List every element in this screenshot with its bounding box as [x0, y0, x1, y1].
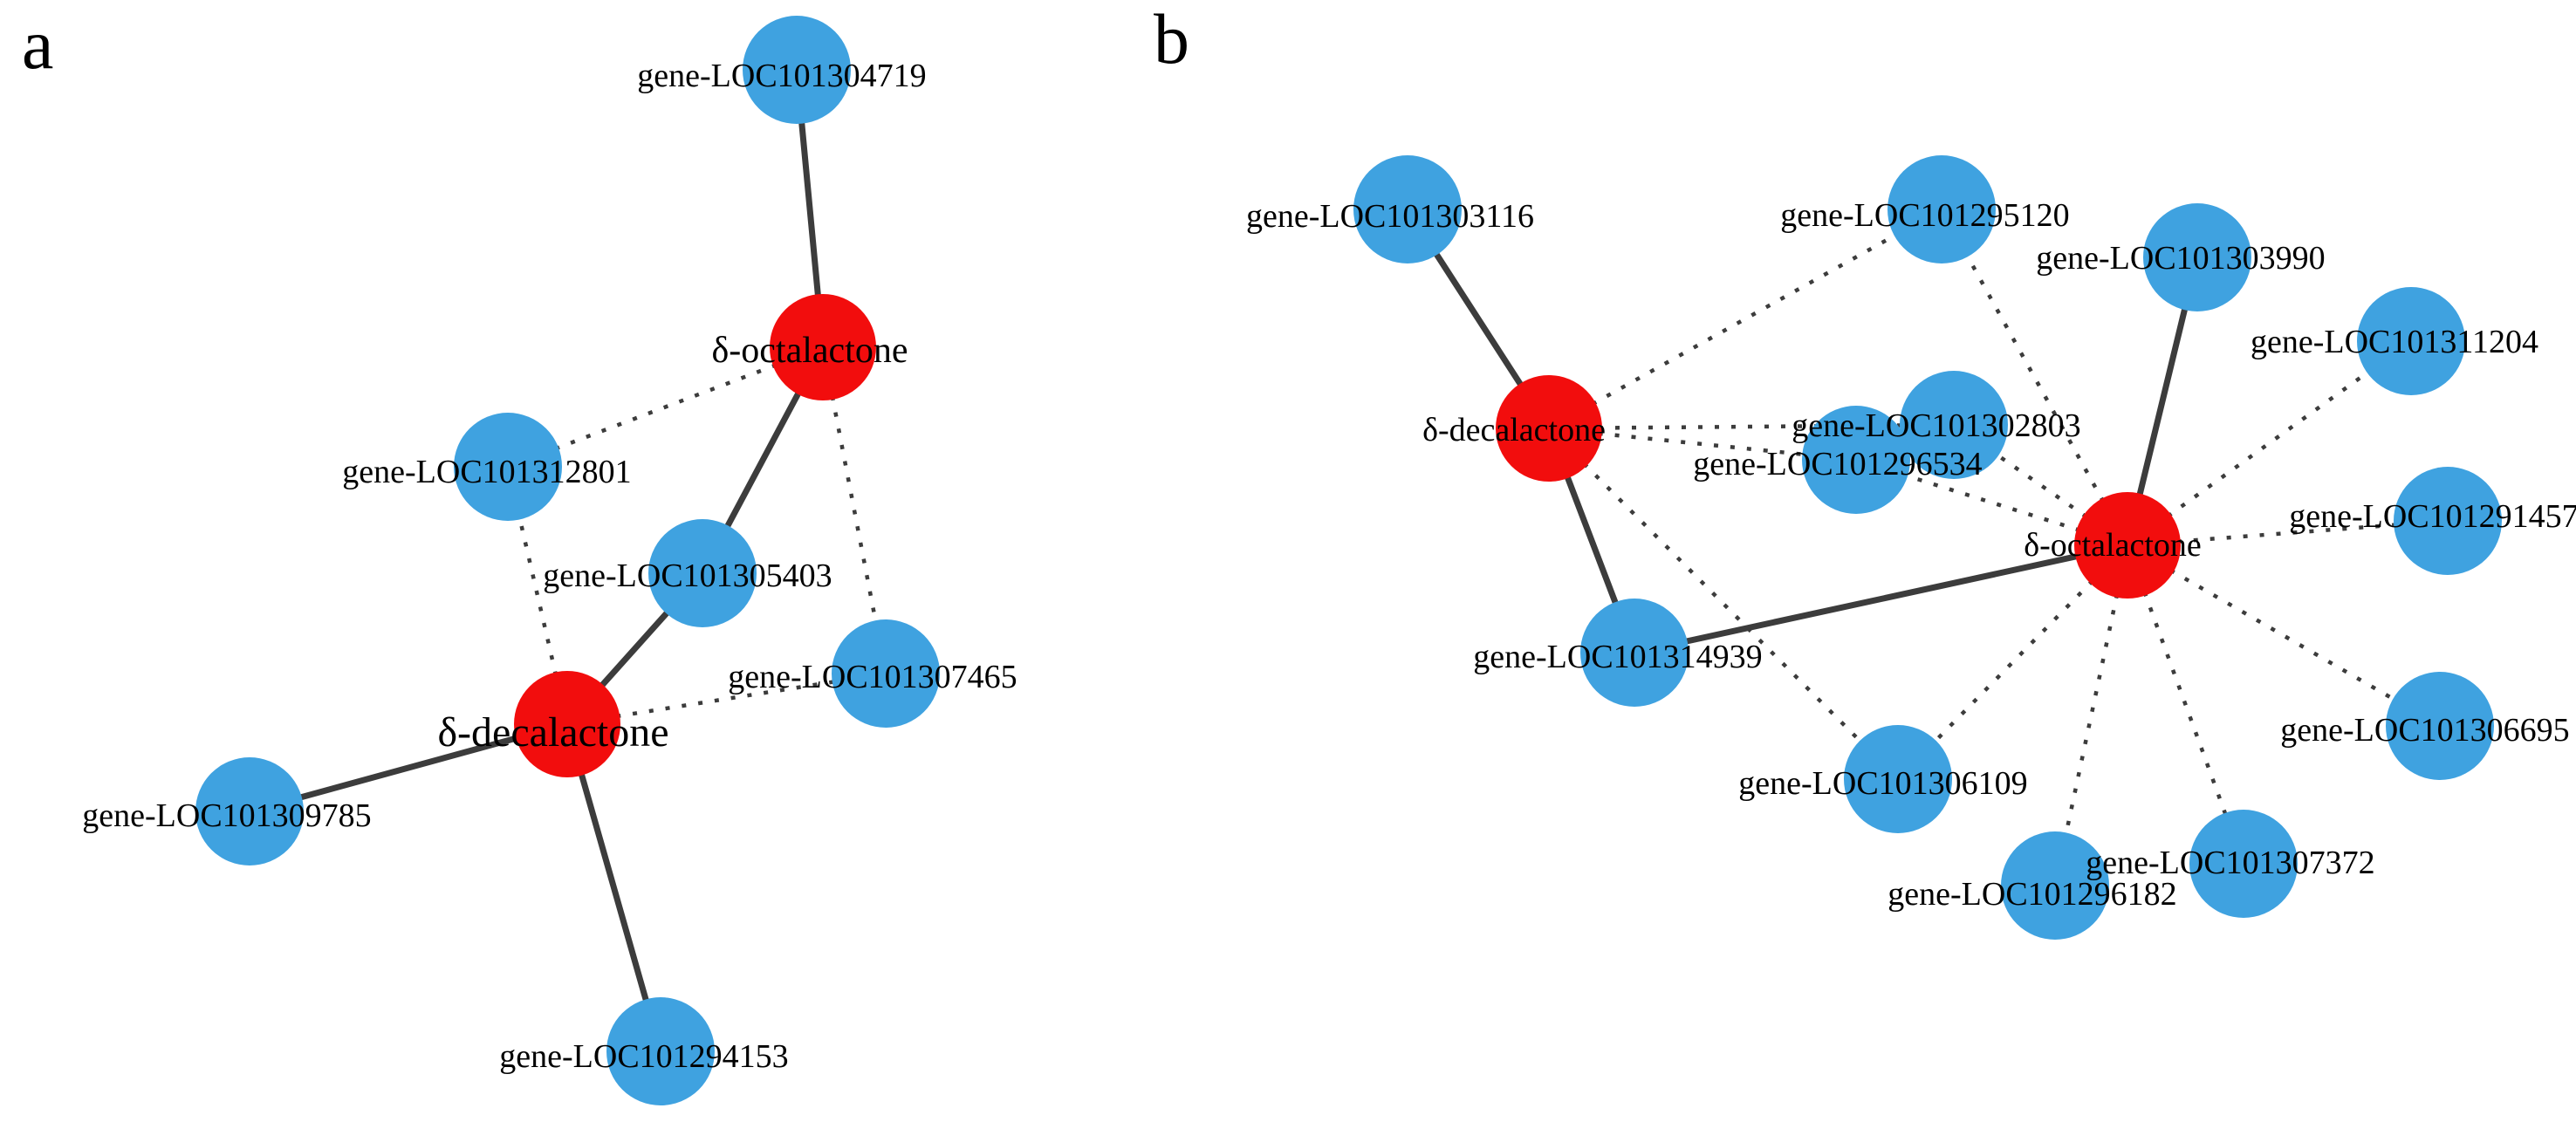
gene-node-LOC101307372	[2189, 810, 2298, 918]
metabolite-node-decalactone-a	[514, 671, 620, 777]
gene-node-LOC101291457	[2394, 467, 2502, 575]
node-label-LOC101296534: gene-LOC101296534	[1693, 446, 1982, 482]
node-label-LOC101307372: gene-LOC101307372	[2086, 845, 2374, 881]
labels-panel-a: gene-LOC101304719 δ-octalactone gene-LOC10…	[82, 58, 1017, 1075]
edge-decalactone-a-LOC101294153-solid	[564, 721, 664, 1055]
node-label-LOC101312801: gene-LOC101312801	[342, 454, 631, 490]
gene-node-LOC101312801	[454, 413, 562, 521]
gene-node-LOC101296182	[2001, 831, 2109, 940]
gene-node-LOC101307465	[832, 619, 940, 728]
node-label-LOC101314939: gene-LOC101314939	[1473, 639, 1762, 675]
panel-letter-b: b	[1154, 0, 1189, 79]
gene-node-LOC101314939	[1580, 599, 1689, 707]
gene-node-LOC101306695	[2386, 672, 2494, 780]
panel-letter-a: a	[22, 4, 53, 84]
node-label-LOC101302803: gene-LOC101302803	[1792, 407, 2080, 444]
node-label-LOC101303990: gene-LOC101303990	[2036, 240, 2325, 277]
metabolite-node-octalactone-a	[770, 294, 876, 400]
node-label-LOC101295120: gene-LOC101295120	[1780, 197, 2069, 234]
edge-octalactone-b-LOC101306695-dashed	[2126, 544, 2442, 728]
node-label-LOC101306109: gene-LOC101306109	[1738, 765, 2027, 802]
gene-node-LOC101294153	[606, 997, 715, 1105]
node-label-LOC101303116: gene-LOC101303116	[1246, 198, 1534, 235]
panel-b: gene-LOC101303116 gene-LOC101295120 gene-L…	[1154, 0, 2576, 940]
edge-octalactone-b-LOC101314939-solid	[1631, 542, 2131, 656]
edge-decalactone-b-LOC101302803-dashed	[1548, 422, 1955, 431]
gene-node-LOC101306109	[1844, 725, 1952, 833]
gene-node-LOC101296534	[1802, 406, 1910, 514]
nodes-panel-b	[1353, 155, 2502, 940]
gene-node-LOC101303116	[1353, 155, 1462, 263]
gene-node-LOC101305403	[648, 519, 757, 627]
node-label-LOC101307465: gene-LOC101307465	[728, 659, 1017, 695]
node-label-LOC101311204: gene-LOC101311204	[2251, 324, 2538, 360]
gene-node-LOC101302803	[1900, 371, 2008, 479]
node-label-LOC101294153: gene-LOC101294153	[499, 1038, 788, 1075]
labels-panel-b: gene-LOC101303116 gene-LOC101295120 gene-L…	[1246, 197, 2576, 913]
edge-octalactone-b-LOC101307372-dashed	[2125, 544, 2246, 865]
gene-node-LOC101309785	[195, 757, 304, 865]
gene-node-LOC101295120	[1887, 155, 1996, 263]
edge-decalactone-a-LOC101309785-solid	[246, 721, 571, 815]
node-label-LOC101306695: gene-LOC101306695	[2280, 712, 2569, 749]
node-label-octalactone-a: δ-octalactone	[712, 331, 908, 371]
edge-octalactone-a-LOC101307465-dashed	[820, 346, 888, 674]
panel-a: gene-LOC101304719 δ-octalactone gene-LOC10…	[22, 4, 1017, 1105]
gene-node-LOC101311204	[2357, 287, 2465, 395]
gene-node-LOC101304719	[743, 16, 851, 124]
node-label-decalactone-a: δ-decalactone	[437, 709, 668, 756]
edge-octalactone-a-LOC101312801-dashed	[507, 345, 824, 469]
node-label-LOC101291457: gene-LOC101291457	[2289, 498, 2576, 535]
nodes-panel-a	[195, 16, 940, 1105]
metabolite-node-decalactone-b	[1496, 375, 1602, 482]
gene-node-LOC101303990	[2143, 203, 2251, 311]
node-label-LOC101305403: gene-LOC101305403	[543, 558, 832, 594]
node-label-LOC101309785: gene-LOC101309785	[82, 797, 371, 834]
node-label-LOC101296182: gene-LOC101296182	[1887, 876, 2176, 913]
edge-decalactone-b-LOC101295120-dashed	[1547, 208, 1943, 430]
node-label-decalactone-b: δ-decalactone	[1422, 412, 1606, 448]
node-label-octalactone-b: δ-octalactone	[2024, 527, 2202, 564]
metabolite-node-octalactone-b	[2074, 492, 2181, 599]
node-label-LOC101304719: gene-LOC101304719	[637, 58, 926, 94]
